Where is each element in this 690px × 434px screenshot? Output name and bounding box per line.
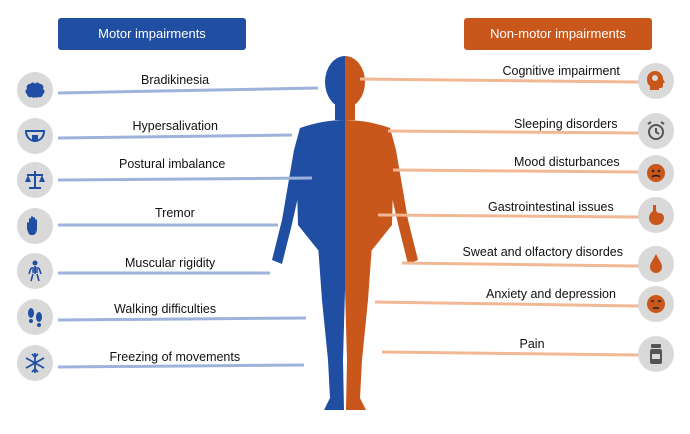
footprints-icon: [17, 299, 53, 335]
motor-label: Freezing of movements: [109, 350, 241, 364]
stomach-icon: [638, 197, 674, 233]
pill-bottle-icon: [638, 336, 674, 372]
brain-icon: [17, 72, 53, 108]
worried-face-icon: [638, 286, 674, 322]
nonmotor-connector-line: [392, 168, 641, 174]
nonmotor-label: Mood disturbances: [514, 155, 620, 169]
motor-label: Bradikinesia: [141, 73, 210, 87]
nonmotor-label: Cognitive impairment: [502, 64, 620, 78]
motor-connector-line: [57, 133, 293, 140]
nonmotor-connector-line: [359, 77, 641, 84]
motor-connector-line: [57, 86, 319, 95]
motor-label: Tremor: [155, 206, 195, 220]
sad-face-icon: [638, 155, 674, 191]
motor-label: Postural imbalance: [119, 157, 226, 171]
motor-connector-line: [57, 363, 305, 369]
motor-label: Walking difficulties: [114, 302, 217, 316]
nonmotor-label: Pain: [519, 337, 545, 351]
nonmotor-label: Anxiety and depression: [486, 287, 616, 301]
motor-connector-line: [57, 176, 313, 182]
nonmotor-connector-line: [401, 261, 641, 268]
drop-icon: [638, 246, 674, 282]
hand-icon: [17, 208, 53, 244]
head-gears-icon: [638, 63, 674, 99]
motor-impairments-header: Motor impairments: [58, 18, 246, 50]
nonmotor-impairments-header: Non-motor impairments: [464, 18, 652, 50]
nonmotor-label: Sleeping disorders: [514, 117, 618, 131]
motor-connector-line: [57, 316, 307, 322]
motor-label: Hypersalivation: [132, 119, 218, 133]
motor-label: Muscular rigidity: [125, 256, 216, 270]
nonmotor-connector-line: [387, 129, 641, 135]
human-body-figure: [272, 56, 418, 410]
skeleton-icon: [17, 253, 53, 289]
nonmotor-connector-line: [377, 213, 641, 219]
mouth-tongue-icon: [17, 118, 53, 154]
scales-icon: [17, 162, 53, 198]
snowflake-icon: [17, 345, 53, 381]
nonmotor-connector-line: [374, 300, 641, 308]
nonmotor-connector-line: [381, 350, 641, 357]
nonmotor-label: Sweat and olfactory disordes: [462, 245, 624, 259]
nonmotor-label: Gastrointestinal issues: [488, 200, 614, 214]
alarm-clock-icon: [638, 113, 674, 149]
